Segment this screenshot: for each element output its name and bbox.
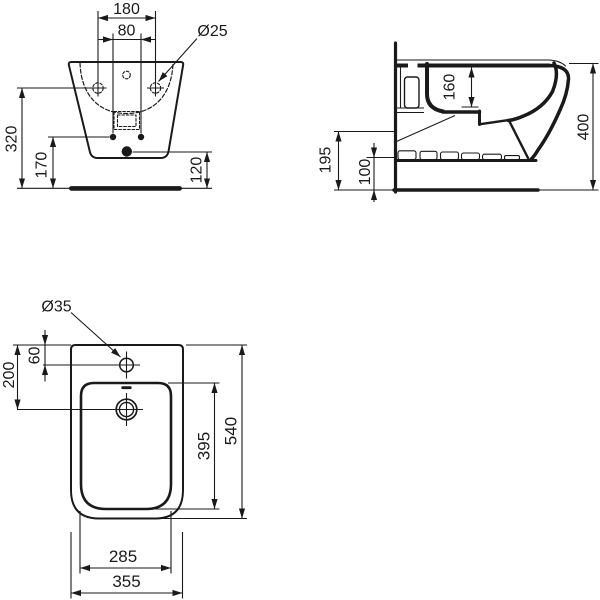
dim-inner-depth-label: 160 xyxy=(441,74,458,101)
dim-overall-length-label: 540 xyxy=(222,417,241,445)
dim-fixing-hole-diameter-label: Ø25 xyxy=(197,23,227,40)
drain-hole xyxy=(17,393,143,426)
side-dimension-lines xyxy=(334,62,599,202)
dim-overall-width-label: 355 xyxy=(112,572,140,591)
dim-fixing-spacing-label: 180 xyxy=(113,1,140,18)
tap-hole xyxy=(43,351,140,379)
dim-clearance-height-label: 100 xyxy=(357,159,374,186)
plan-body-outline xyxy=(70,344,184,520)
dim-bottom-hole-spacing-label: 80 xyxy=(118,22,136,39)
side-body-outline xyxy=(395,59,571,162)
rear-dimension-lines xyxy=(17,11,212,189)
dim-bowl-length-label: 395 xyxy=(195,432,214,460)
plan-view: Ø35 60 200 540 395 285 355 xyxy=(1,298,247,599)
dim-outlet-height-label: 120 xyxy=(188,157,205,184)
plan-bowl-rim xyxy=(79,381,173,511)
dim-projection-label: 400 xyxy=(575,114,592,141)
rear-overflow-hidden-hole xyxy=(122,70,131,80)
side-bowl-interior xyxy=(425,61,559,160)
rear-outlet-hidden-box-outer xyxy=(113,110,141,131)
overflow-slot xyxy=(121,386,132,390)
rear-outlet-hidden-box-inner xyxy=(116,114,137,128)
side-elevation-view: 160 400 195 100 xyxy=(317,41,599,202)
bottom-hole-right xyxy=(137,133,145,141)
dim-tap-hole-diameter-label: Ø35 xyxy=(41,298,71,315)
side-installation-details xyxy=(396,67,456,143)
dim-bottom-hole-height-label: 170 xyxy=(33,152,50,179)
dim-trap-height-label: 195 xyxy=(317,147,334,174)
dia25-leader-line xyxy=(158,38,198,82)
dia35-leader-line xyxy=(70,312,121,358)
dim-fixing-height-label: 320 xyxy=(3,126,20,153)
dim-tap-setback-label: 60 xyxy=(26,347,43,365)
rear-body-outline xyxy=(67,61,185,159)
rear-elevation-view: 180 80 Ø25 320 170 120 xyxy=(3,1,228,191)
bottom-hole-left xyxy=(109,133,117,141)
dim-bowl-width-label: 285 xyxy=(109,547,137,566)
outlet-point xyxy=(121,146,132,157)
dim-drain-setback-label: 200 xyxy=(1,362,18,389)
underside-ribs xyxy=(397,150,521,161)
plan-dimension-lines xyxy=(13,312,247,599)
rear-floor-shadow-bar xyxy=(69,186,182,191)
